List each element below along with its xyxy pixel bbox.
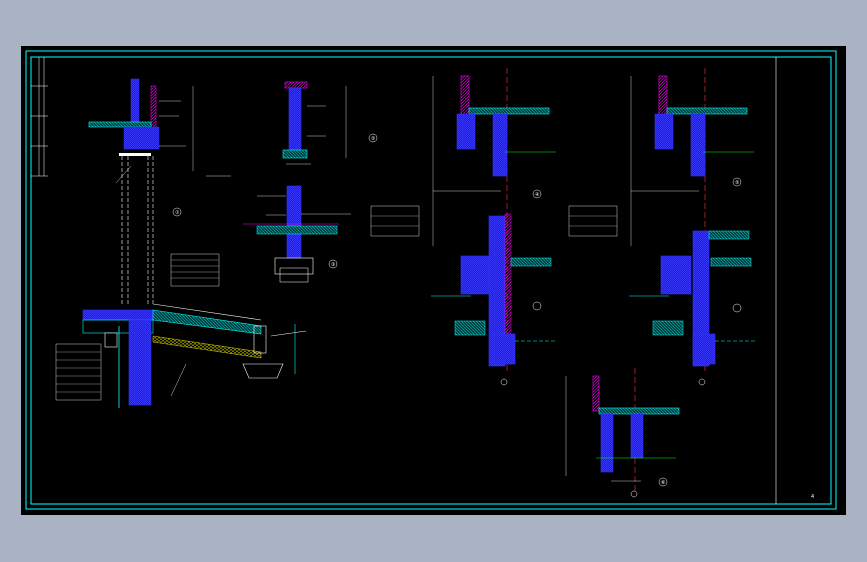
detail-wall-section-1 [55,78,307,408]
section-mark-2: ② [371,136,376,142]
section-mark-5: ⑤ [735,180,739,186]
cad-drawing: ① ② [25,50,837,510]
outer-frame [25,50,837,510]
inner-frame [30,56,832,505]
sheet-number: 4 [811,494,814,500]
section-mark-3: ③ [331,262,335,268]
binding-strip [31,57,48,177]
section-mark-1: ① [175,210,180,216]
detail-wall-section-3 [370,68,556,386]
detail-parapet-footing-2 [243,81,378,283]
detail-wall-section-4 [568,68,756,386]
detail-wall-section-5 [565,368,680,498]
drawing-canvas[interactable]: ① ② [21,46,846,515]
section-mark-4: ④ [535,192,540,198]
section-mark-6: ⑥ [661,480,666,486]
